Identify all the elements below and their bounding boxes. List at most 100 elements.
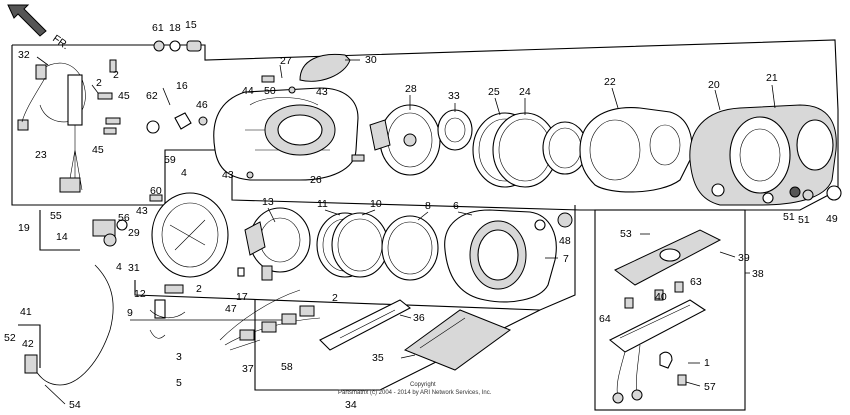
callout-47: 47	[225, 303, 237, 315]
housing-6-7	[444, 209, 557, 303]
callout-2d: 2	[332, 292, 338, 304]
grommet-51b	[802, 189, 814, 201]
callout-39: 39	[738, 252, 750, 264]
gear-28	[351, 104, 441, 176]
callout-24: 24	[519, 86, 531, 98]
callout-6: 6	[453, 200, 459, 212]
callout-57: 57	[704, 381, 716, 393]
callout-11: 11	[317, 198, 328, 210]
callout-14: 14	[56, 231, 68, 243]
direction-label: FR.	[50, 33, 71, 53]
callout-45a: 45	[118, 90, 130, 102]
callout-35: 35	[372, 352, 384, 364]
callout-64: 64	[599, 313, 611, 325]
callout-42: 42	[22, 338, 34, 350]
rings-25-24	[472, 112, 588, 188]
callout-56: 56	[118, 212, 130, 224]
callout-18: 18	[169, 22, 181, 34]
callout-38: 38	[752, 268, 764, 280]
callout-12: 12	[134, 288, 146, 300]
callout-31: 31	[128, 262, 140, 274]
callout-63: 63	[690, 276, 702, 288]
callout-13: 13	[262, 196, 274, 208]
callout-43b: 43	[316, 86, 328, 98]
sockets	[149, 265, 273, 339]
speedometer-cable	[24, 264, 114, 386]
callout-22: 22	[604, 76, 616, 88]
callout-28: 28	[405, 83, 417, 95]
callout-61: 61	[152, 22, 164, 34]
callout-26: 26	[310, 174, 322, 186]
callout-34: 34	[345, 399, 357, 411]
callouts: 61 18 15 32 2 2 45 45 62 16 46 23 59 4 4…	[4, 19, 838, 411]
harness-37	[219, 289, 321, 351]
callout-2b: 2	[113, 69, 119, 81]
callout-7: 7	[563, 253, 569, 265]
callout-27: 27	[280, 55, 292, 67]
callout-32: 32	[18, 49, 30, 61]
screws-left	[97, 59, 208, 135]
speedometer-unit	[92, 192, 229, 278]
callout-20: 20	[708, 79, 720, 91]
nut-61	[153, 40, 165, 52]
callout-53: 53	[620, 228, 632, 240]
callout-44: 44	[242, 85, 254, 97]
panel-36	[319, 299, 412, 351]
wire-harness	[17, 62, 86, 193]
meter-13	[244, 207, 311, 273]
callout-5: 5	[176, 377, 182, 389]
meter-housing	[213, 75, 359, 181]
callout-37: 37	[242, 363, 254, 375]
callout-19: 19	[18, 222, 30, 234]
leader-lines	[36, 56, 776, 405]
callout-41: 41	[20, 306, 32, 318]
callout-30: 30	[365, 54, 377, 66]
washer-18	[169, 40, 181, 52]
callout-48: 48	[559, 235, 571, 247]
knob-48	[557, 212, 573, 228]
bulb-15	[186, 40, 202, 52]
callout-60: 60	[150, 185, 162, 197]
callout-4a: 4	[181, 167, 187, 179]
callout-36: 36	[413, 312, 425, 324]
callout-43a: 43	[222, 169, 234, 181]
callout-45b: 45	[92, 144, 104, 156]
callout-3: 3	[176, 351, 182, 363]
panel-35	[403, 309, 512, 371]
bulb-holder-panel	[608, 281, 707, 404]
callout-51b: 51	[798, 214, 810, 226]
cover-22	[579, 107, 693, 193]
rings-11-10	[316, 212, 389, 278]
callout-10: 10	[370, 198, 382, 210]
cup-33	[437, 109, 473, 151]
callout-2a: 2	[96, 77, 102, 89]
knob-49	[826, 185, 842, 201]
callout-17: 17	[236, 291, 248, 303]
indicator-panel-39	[614, 229, 722, 286]
callout-54: 54	[69, 399, 81, 411]
callout-59: 59	[164, 154, 176, 166]
callout-25: 25	[488, 86, 500, 98]
callout-21: 21	[766, 72, 778, 84]
cover-8	[381, 215, 439, 281]
callout-40: 40	[655, 291, 667, 303]
callout-8: 8	[425, 200, 431, 212]
callout-4b: 4	[116, 261, 122, 273]
callout-52: 52	[4, 332, 16, 344]
callout-1: 1	[704, 357, 710, 369]
callout-58: 58	[281, 361, 293, 373]
front-direction-arrow-icon	[7, 4, 47, 37]
callout-55: 55	[50, 210, 62, 222]
callout-29: 29	[128, 227, 140, 239]
callout-46: 46	[196, 99, 208, 111]
callout-15: 15	[185, 19, 197, 31]
callout-33: 33	[448, 90, 460, 102]
callout-2c: 2	[196, 283, 202, 295]
callout-23: 23	[35, 149, 47, 161]
copyright-line-2: Partsmatrix (c) 2004 - 2014 by ARI Netwo…	[338, 390, 492, 396]
lens-30	[299, 53, 351, 82]
callout-49: 49	[826, 213, 838, 225]
callout-9: 9	[127, 307, 133, 319]
callout-50: 50	[264, 85, 276, 97]
